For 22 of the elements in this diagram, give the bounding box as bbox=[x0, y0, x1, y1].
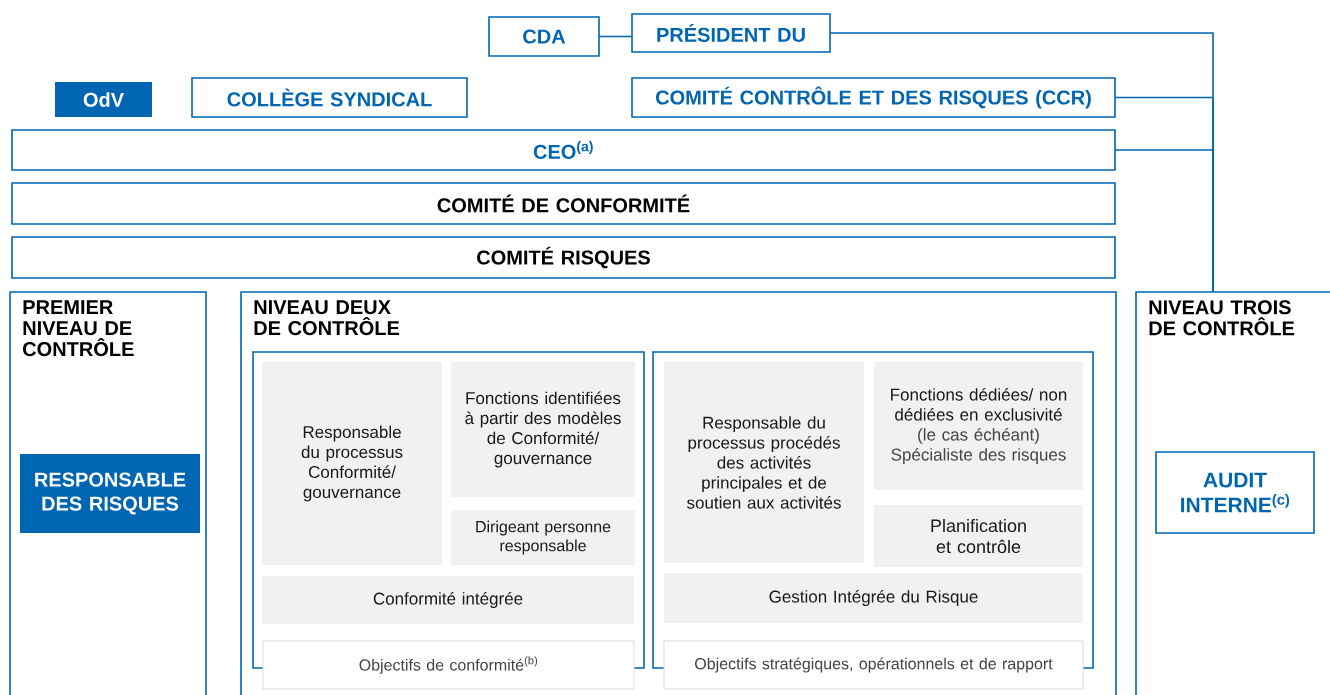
objective-box: Objectifs stratégiques, opérationnels et de rapport bbox=[663, 640, 1084, 690]
title-box: CDA bbox=[488, 16, 600, 57]
connector-line bbox=[1114, 149, 1214, 293]
title-box: CEO$^{(a)}$ bbox=[11, 129, 1116, 171]
function-box: Fonctions dédiées/ non dédiées en exclusivité (le cas échéant) Spécialiste des risques bbox=[874, 362, 1083, 490]
title-box: COLLÈGE SYNDICAL bbox=[191, 77, 468, 118]
title-box: RESPONSABLE DES RISQUES bbox=[20, 454, 200, 533]
title-box: AUDIT INTERNE$^{(c)}$ bbox=[1155, 451, 1315, 534]
title-box: COMITÉ CONTRÔLE ET DES RISQUES (CCR) bbox=[631, 77, 1116, 118]
connector-line bbox=[598, 35, 633, 38]
function-box: Responsable du processus procédés des activités principales et de soutien aux activités bbox=[664, 362, 864, 563]
function-box: Planification et contrôle bbox=[874, 505, 1083, 567]
committee-band: COMITÉ RISQUES bbox=[11, 236, 1116, 279]
title-box: OdV bbox=[55, 82, 152, 117]
function-box: Dirigeant personne responsable bbox=[451, 510, 635, 565]
function-box: Responsable du processus Conformité/ gouvernance bbox=[262, 362, 442, 565]
title-box: PRÉSIDENT DU bbox=[631, 13, 831, 53]
objective-box: Objectifs de conformité$^{(b)}$ bbox=[262, 640, 635, 690]
function-box: Conformité intégrée bbox=[262, 576, 634, 624]
committee-band: COMITÉ DE CONFORMITÉ bbox=[11, 182, 1116, 225]
function-box: Fonctions identifiées à partir des modèles de Conformité/ gouvernance bbox=[451, 362, 635, 497]
function-box: Gestion Intégrée du Risque bbox=[664, 573, 1083, 623]
